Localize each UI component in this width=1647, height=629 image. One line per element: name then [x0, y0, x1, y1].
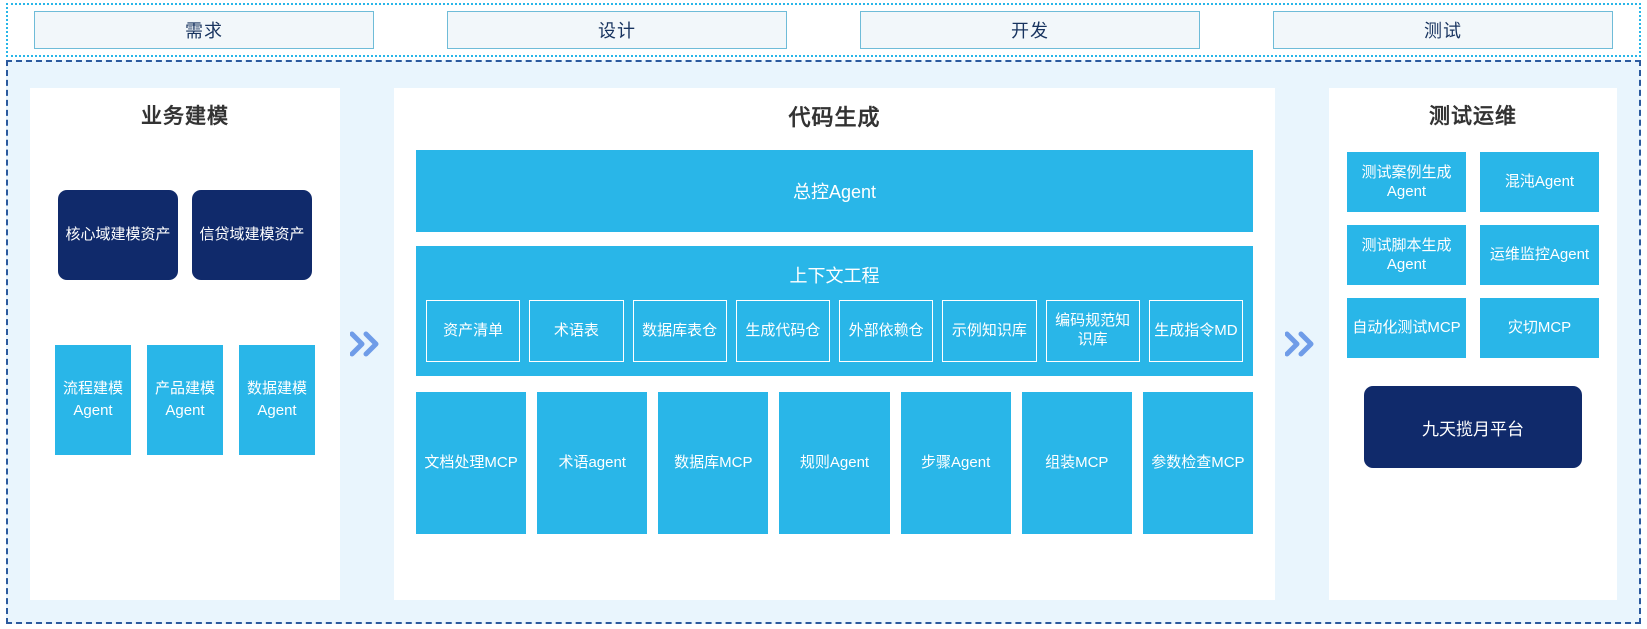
card-label: 混沌Agent [1504, 173, 1575, 191]
context-item-label: 示例知识库 [951, 321, 1027, 339]
test-operations-body: 测试案例生成Agent 混沌Agent 测试脚本生成Agent 运维监控Agen… [1329, 130, 1617, 468]
tool-card-glossary-agent[interactable]: 术语agent [537, 392, 648, 534]
phase-label: 需求 [185, 21, 223, 41]
panel-test-operations: 测试运维 测试案例生成Agent 混沌Agent 测试脚本生成Agent 运维监… [1329, 88, 1617, 600]
platform-card-label: 九天揽月平台 [1422, 419, 1524, 439]
context-item-generation-instruction-md[interactable]: 生成指令MD [1148, 300, 1243, 362]
context-items-row: 资产清单 术语表 数据库表仓 生成代码仓 外部依赖仓 [426, 300, 1243, 362]
asset-card-credit-domain[interactable]: 信贷域建模资产 [192, 190, 312, 280]
context-item-label: 术语表 [553, 321, 599, 339]
context-item-label: 生成代码仓 [745, 321, 821, 339]
context-item-label: 外部依赖仓 [848, 321, 924, 339]
test-operations-grid: 测试案例生成Agent 混沌Agent 测试脚本生成Agent 运维监控Agen… [1347, 152, 1599, 358]
asset-card-label: 信贷域建模资产 [199, 225, 305, 243]
card-label: 测试脚本生成Agent [1361, 236, 1452, 274]
context-item-example-knowledge-base[interactable]: 示例知识库 [942, 300, 1037, 362]
agent-card-data-modeling[interactable]: 数据建模Agent [239, 345, 315, 455]
card-label: 灾切MCP [1507, 319, 1572, 337]
agent-card-label: 数据建模Agent [246, 379, 307, 420]
card-test-case-generation-agent[interactable]: 测试案例生成Agent [1347, 152, 1466, 212]
phase-box-design[interactable]: 设计 [447, 11, 787, 49]
phase-box-development[interactable]: 开发 [860, 11, 1200, 49]
context-item-generated-code-repo[interactable]: 生成代码仓 [735, 300, 830, 362]
tool-card-label: 组装MCP [1045, 453, 1109, 471]
context-item-label: 编码规范知识库 [1055, 312, 1131, 348]
chevron-double-right-icon-right [1275, 88, 1329, 600]
business-asset-row: 核心域建模资产 信贷域建模资产 [52, 190, 318, 280]
context-item-label: 生成指令MD [1154, 321, 1238, 339]
card-test-script-generation-agent[interactable]: 测试脚本生成Agent [1347, 225, 1466, 285]
code-generation-body: 总控Agent 上下文工程 资产清单 术语表 数据库表仓 [394, 132, 1275, 534]
card-chaos-agent[interactable]: 混沌Agent [1480, 152, 1599, 212]
agent-card-label: 产品建模Agent [154, 379, 215, 420]
asset-card-label: 核心域建模资产 [65, 225, 171, 243]
context-item-external-dependency-repo[interactable]: 外部依赖仓 [839, 300, 934, 362]
context-item-label: 资产清单 [443, 321, 504, 339]
tool-card-rule-agent[interactable]: 规则Agent [779, 392, 890, 534]
card-label: 测试案例生成Agent [1361, 163, 1452, 201]
agent-card-product-modeling[interactable]: 产品建模Agent [147, 345, 223, 455]
tool-card-step-agent[interactable]: 步骤Agent [900, 392, 1011, 534]
chevron-double-right-icon-left [340, 88, 394, 600]
phase-bar: 需求 设计 开发 测试 [6, 3, 1641, 57]
panel-title-code-generation: 代码生成 [788, 105, 881, 130]
panel-business-modeling: 业务建模 核心域建模资产 信贷域建模资产 流程建模Agent 产品建模Agent [30, 88, 340, 600]
tools-row: 文档处理MCP 术语agent 数据库MCP 规则Agent 步骤Agent [416, 392, 1253, 534]
tool-card-label: 术语agent [558, 453, 626, 471]
tool-card-label: 步骤Agent [921, 453, 991, 471]
phase-label: 测试 [1424, 21, 1462, 41]
context-item-glossary[interactable]: 术语表 [529, 300, 624, 362]
context-item-label: 数据库表仓 [642, 321, 718, 339]
platform-card-jiutian-lanyue[interactable]: 九天揽月平台 [1364, 386, 1582, 468]
panel-title-test-operations: 测试运维 [1429, 105, 1517, 128]
context-engineering-band: 上下文工程 资产清单 术语表 数据库表仓 生成代码仓 [416, 246, 1253, 376]
card-label: 运维监控Agent [1489, 246, 1590, 264]
context-item-asset-list[interactable]: 资产清单 [426, 300, 521, 362]
main-diagram-area: 业务建模 核心域建模资产 信贷域建模资产 流程建模Agent 产品建模Agent [6, 60, 1641, 624]
card-disaster-switch-mcp[interactable]: 灾切MCP [1480, 298, 1599, 358]
master-agent-label: 总控Agent [792, 182, 877, 202]
card-automated-test-mcp[interactable]: 自动化测试MCP [1347, 298, 1466, 358]
phase-box-requirements[interactable]: 需求 [34, 11, 374, 49]
tool-card-label: 参数检查MCP [1151, 453, 1245, 471]
phase-label: 开发 [1011, 21, 1049, 41]
master-agent-band[interactable]: 总控Agent [416, 150, 1253, 232]
tool-card-document-processing-mcp[interactable]: 文档处理MCP [416, 392, 527, 534]
panel-title-business-modeling: 业务建模 [141, 105, 229, 128]
tool-card-parameter-check-mcp[interactable]: 参数检查MCP [1142, 392, 1253, 534]
panel-code-generation: 代码生成 总控Agent 上下文工程 资产清单 术语表 [394, 88, 1275, 600]
tool-card-database-mcp[interactable]: 数据库MCP [658, 392, 769, 534]
card-label: 自动化测试MCP [1352, 319, 1461, 337]
agent-card-process-modeling[interactable]: 流程建模Agent [55, 345, 131, 455]
phase-box-testing[interactable]: 测试 [1273, 11, 1613, 49]
asset-card-core-domain[interactable]: 核心域建模资产 [58, 190, 178, 280]
tool-card-label: 数据库MCP [674, 453, 753, 471]
business-agent-row: 流程建模Agent 产品建模Agent 数据建模Agent [52, 345, 318, 455]
context-item-coding-standard-knowledge-base[interactable]: 编码规范知识库 [1045, 300, 1140, 362]
context-engineering-title: 上下文工程 [789, 266, 880, 286]
context-item-db-table-repo[interactable]: 数据库表仓 [632, 300, 727, 362]
agent-card-label: 流程建模Agent [62, 379, 123, 420]
business-modeling-body: 核心域建模资产 信贷域建模资产 流程建模Agent 产品建模Agent 数据建模… [30, 130, 340, 455]
tool-card-label: 规则Agent [799, 453, 870, 471]
phase-label: 设计 [598, 21, 636, 41]
tool-card-assembly-mcp[interactable]: 组装MCP [1021, 392, 1132, 534]
tool-card-label: 文档处理MCP [424, 453, 518, 471]
card-ops-monitoring-agent[interactable]: 运维监控Agent [1480, 225, 1599, 285]
